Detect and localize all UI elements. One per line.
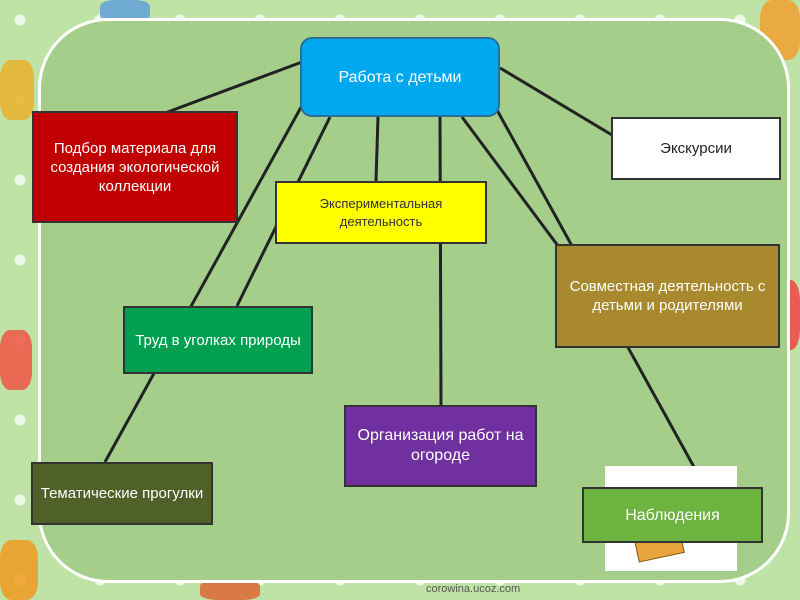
node-podbor: Подбор материала для создания экологичес… (32, 111, 238, 223)
toy-decoration (0, 330, 32, 390)
connector-line (164, 60, 303, 115)
node-experimental: Экспериментальная деятельность (275, 181, 487, 244)
toy-decoration (0, 540, 38, 600)
connector-line (374, 116, 380, 182)
footer-source: corowina.ucoz.com (426, 583, 521, 595)
connector-line (460, 116, 572, 263)
connector-line (499, 66, 613, 137)
toy-decoration (100, 0, 150, 22)
toy-decoration (0, 60, 34, 120)
node-garden-work: Организация работ на огороде (344, 405, 537, 487)
toy-decoration (200, 580, 260, 600)
node-joint-activity: Совместная деятельность с детьми и родит… (555, 244, 780, 348)
center-node: Работа с детьми (300, 37, 500, 117)
connector-line (103, 99, 307, 463)
node-excursions: Экскурсии (611, 117, 781, 180)
connector-line (438, 116, 443, 406)
node-thematic-walks: Тематические прогулки (31, 462, 213, 525)
node-observations: Наблюдения (582, 487, 763, 543)
node-nature-work: Труд в уголках природы (123, 306, 313, 374)
